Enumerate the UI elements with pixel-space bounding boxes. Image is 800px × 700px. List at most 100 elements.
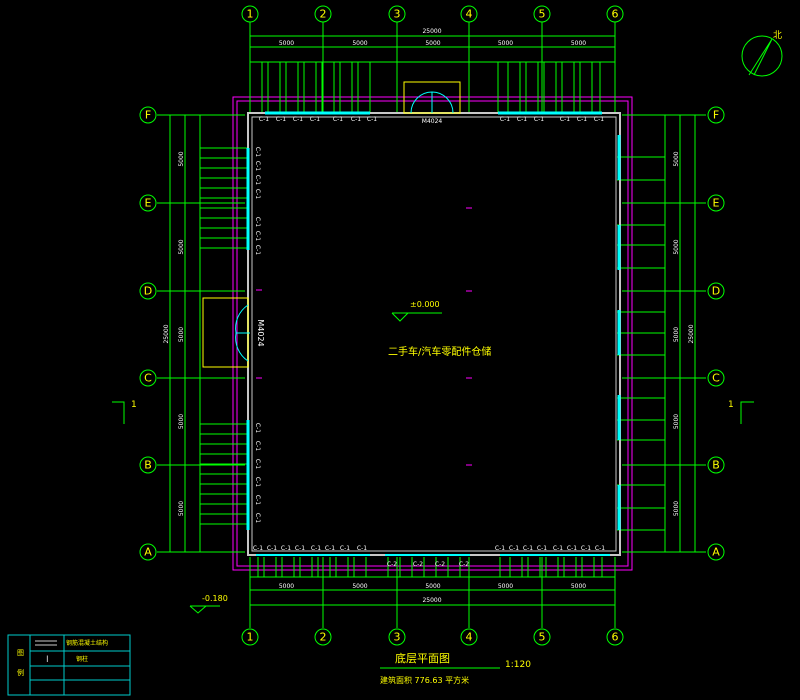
window-label: C-1 — [254, 217, 261, 227]
window-label: C-1 — [254, 513, 261, 523]
floor-level-symbol — [391, 312, 442, 322]
window-label: C-1 — [367, 116, 377, 123]
axis-row-left-E: E — [145, 197, 152, 210]
axis-col-bottom-6: 6 — [612, 631, 619, 644]
bay-dimension-bottom: 5000 — [498, 583, 513, 590]
axis-row-left-C-bubble — [139, 369, 157, 387]
window-label: C-1 — [267, 545, 277, 552]
window-label: C-1 — [357, 545, 367, 552]
window-label: C-1 — [537, 545, 547, 552]
axis-col-bottom-1: 1 — [247, 631, 254, 644]
window-label: C-1 — [534, 116, 544, 123]
axis-col-top-4-bubble — [460, 5, 478, 23]
bay-dimension-right: 5000 — [673, 239, 680, 254]
window-label: C-1 — [254, 495, 261, 505]
bay-dimension-bottom: 5000 — [352, 583, 367, 590]
axis-col-bottom-5: 5 — [539, 631, 546, 644]
axis-col-bottom-4-bubble — [460, 628, 478, 646]
axis-col-bottom-4: 4 — [466, 631, 473, 644]
axis-row-left-F: F — [145, 109, 151, 122]
axis-col-top-1-bubble — [241, 5, 259, 23]
bay-dimension-top: 5000 — [425, 40, 440, 47]
window-label: C-2 — [435, 561, 445, 568]
bay-dimension-bottom: 5000 — [279, 583, 294, 590]
window-label: C-1 — [560, 116, 570, 123]
outer-outline — [232, 96, 633, 571]
window-label: C-1 — [253, 545, 263, 552]
axis-row-right-C: C — [712, 372, 720, 385]
axis-col-bottom-2: 2 — [320, 631, 327, 644]
window-label: C-1 — [581, 545, 591, 552]
window-label: C-1 — [594, 116, 604, 123]
window-label: C-1 — [567, 545, 577, 552]
bay-dimension-right: 5000 — [673, 501, 680, 516]
building-area: 建筑面积 776.63 平方米 — [380, 675, 469, 685]
bay-dimension-left: 5000 — [178, 414, 185, 429]
axis-col-top-6-bubble — [606, 5, 624, 23]
axis-row-left-D: D — [144, 285, 152, 298]
axis-row-right-D: D — [712, 285, 720, 298]
axis-row-right-A-bubble — [707, 543, 725, 561]
axis-row-right-E: E — [713, 197, 720, 210]
axis-col-top-4: 4 — [466, 8, 473, 21]
bay-dimension-top: 5000 — [571, 40, 586, 47]
outside-level: -0.180 — [202, 594, 228, 603]
window-label: C-1 — [523, 545, 533, 552]
bay-dimension-top: 5000 — [352, 40, 367, 47]
axis-col-bottom-6-bubble — [606, 628, 624, 646]
window-label: C-2 — [387, 561, 397, 568]
window-label: C-1 — [311, 545, 321, 552]
window-label: C-1 — [293, 116, 303, 123]
axis-row-left-E-bubble — [139, 194, 157, 212]
window-label: C-1 — [295, 545, 305, 552]
axis-row-left-F-bubble — [139, 106, 157, 124]
bay-dimension-left: 5000 — [178, 501, 185, 516]
section-mark-right-symbol — [740, 401, 754, 424]
bay-dimension-left: 5000 — [178, 239, 185, 254]
window-label: C-1 — [254, 175, 261, 185]
bay-dimension-left: 5000 — [178, 327, 185, 342]
overall-dim-top: 25000 — [422, 28, 441, 35]
axis-col-top-2: 2 — [320, 8, 327, 21]
outer-outline-inner — [236, 100, 629, 567]
bay-dimension-top: 5000 — [279, 40, 294, 47]
overall-dim-right: 25000 — [688, 324, 695, 343]
window-label: C-1 — [254, 231, 261, 241]
bay-dimension-left: 5000 — [178, 151, 185, 166]
overall-dim-bottom: 25000 — [422, 597, 441, 604]
bay-dimension-top: 5000 — [498, 40, 513, 47]
section-mark-right: 1 — [728, 400, 734, 410]
axis-row-right-D-bubble — [707, 282, 725, 300]
axis-col-top-5-bubble — [533, 5, 551, 23]
window-label: C-1 — [333, 116, 343, 123]
window-label: C-1 — [276, 116, 286, 123]
window-label: C-1 — [254, 161, 261, 171]
axis-col-bottom-1-bubble — [241, 628, 259, 646]
left-door-label: M4024 — [256, 319, 265, 346]
title-block-row1: 钢筋混凝土结构 — [66, 639, 108, 647]
bay-dimension-right: 5000 — [673, 327, 680, 342]
axis-row-left-B: B — [144, 459, 152, 472]
window-label: C-1 — [340, 545, 350, 552]
exterior-wall — [247, 112, 621, 556]
window-label: C-1 — [254, 147, 261, 157]
window-label: C-1 — [254, 245, 261, 255]
interior-wall-line — [251, 116, 617, 552]
axis-col-bottom-5-bubble — [533, 628, 551, 646]
window-label: C-1 — [595, 545, 605, 552]
axis-row-right-F: F — [713, 109, 719, 122]
axis-row-left-B-bubble — [139, 456, 157, 474]
window-label: C-1 — [310, 116, 320, 123]
axis-row-left-A-bubble — [139, 543, 157, 561]
section-mark-left-symbol — [112, 401, 125, 424]
axis-row-right-F-bubble — [707, 106, 725, 124]
axis-col-top-1: 1 — [247, 8, 254, 21]
top-door-label: M4024 — [422, 118, 443, 125]
window-label: C-2 — [459, 561, 469, 568]
drawing-name: 底层平面图 — [395, 651, 450, 665]
bay-dimension-bottom: 5000 — [571, 583, 586, 590]
axis-col-bottom-3-bubble — [388, 628, 406, 646]
title-block-row2-symbol: I — [46, 655, 49, 665]
axis-col-bottom-2-bubble — [314, 628, 332, 646]
